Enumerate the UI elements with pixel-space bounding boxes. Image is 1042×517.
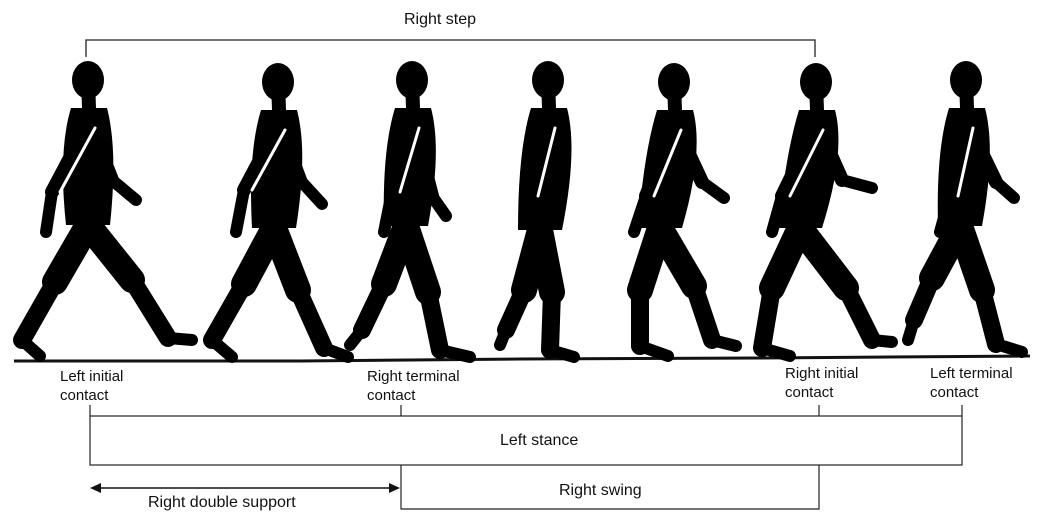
figure-neck <box>278 82 279 110</box>
figure-neck <box>966 80 967 108</box>
figure-shin <box>694 286 712 340</box>
figure-thigh <box>660 228 694 286</box>
figure-shin <box>982 290 996 344</box>
figure-shin <box>22 282 55 340</box>
figure-foot <box>324 348 348 357</box>
event-left-initial-contact-label: Left initial contact <box>60 367 123 405</box>
right-double-support-label: Right double support <box>148 493 296 512</box>
figure-foot <box>908 320 914 340</box>
event-label-line: Right initial <box>785 364 858 383</box>
figure-foot <box>762 348 790 356</box>
figure-forearm <box>112 180 136 200</box>
figure-foot <box>350 330 362 345</box>
event-label-line: contact <box>60 386 123 405</box>
figure-thigh <box>274 228 298 290</box>
right-swing-label: Right swing <box>559 481 642 500</box>
walker-loading-response-figure <box>212 63 348 357</box>
figure-neck <box>548 80 549 108</box>
figure-shin <box>914 278 932 320</box>
figure-shin <box>212 284 244 340</box>
walker-mid-stance-figure <box>500 61 574 357</box>
figure-forearm <box>842 180 872 188</box>
figure-shin <box>132 280 168 338</box>
figure-thigh <box>960 226 982 290</box>
figure-foot <box>212 340 232 357</box>
walker-left-initial-contact-figure <box>22 61 192 356</box>
figure-forearm <box>702 182 724 198</box>
figure-neck <box>412 80 413 108</box>
figure-forearm <box>546 200 548 240</box>
right-step-bracket <box>86 40 815 57</box>
event-left-terminal-contact-label: Left terminal contact <box>930 364 1013 402</box>
figure-shin <box>550 292 552 350</box>
figure-neck <box>674 82 675 110</box>
figure-foot <box>168 338 192 340</box>
event-label-line: Left terminal <box>930 364 1013 383</box>
walker-right-terminal-contact-figure <box>350 61 470 357</box>
figure-shin <box>362 284 384 330</box>
figure-forearm <box>432 196 446 216</box>
left-stance-label: Left stance <box>500 431 578 450</box>
figure-thigh <box>88 225 132 280</box>
figure-shin <box>762 288 772 348</box>
figure-foot <box>996 344 1022 352</box>
figure-neck <box>88 80 89 108</box>
walker-left-terminal-contact-figure <box>908 61 1022 352</box>
figure-foot <box>872 340 892 342</box>
figure-foot <box>712 340 736 346</box>
figure-thigh <box>800 228 846 288</box>
event-label-line: contact <box>785 383 858 402</box>
figure-foot <box>22 340 40 356</box>
figure-foot <box>500 330 506 345</box>
ground-line <box>14 356 1030 361</box>
figure-shin <box>506 290 524 330</box>
figure-foot <box>440 350 470 357</box>
figure-shin <box>428 292 440 350</box>
right-double-support-arrow <box>90 483 400 493</box>
event-right-initial-contact-label: Right initial contact <box>785 364 858 402</box>
walker-terminal-stance-figure <box>634 63 736 356</box>
figure-shin <box>298 290 324 348</box>
figure-shin <box>846 288 872 340</box>
event-label-line: Left initial <box>60 367 123 386</box>
figure-foot <box>550 350 574 357</box>
figure-forearm <box>46 192 52 232</box>
figure-forearm <box>384 192 392 232</box>
figure-thigh <box>406 226 428 292</box>
figure-forearm <box>996 182 1014 198</box>
right-step-label: Right step <box>404 10 476 29</box>
figure-foot <box>640 346 668 356</box>
event-label-line: contact <box>930 383 1013 402</box>
walker-right-initial-contact-figure <box>762 63 892 356</box>
event-label-line: contact <box>367 386 460 405</box>
figure-neck <box>816 82 817 110</box>
event-right-terminal-contact-label: Right terminal contact <box>367 367 460 405</box>
event-label-line: Right terminal <box>367 367 460 386</box>
figure-forearm <box>236 190 244 232</box>
figure-forearm <box>300 180 322 204</box>
figure-forearm <box>530 196 538 236</box>
